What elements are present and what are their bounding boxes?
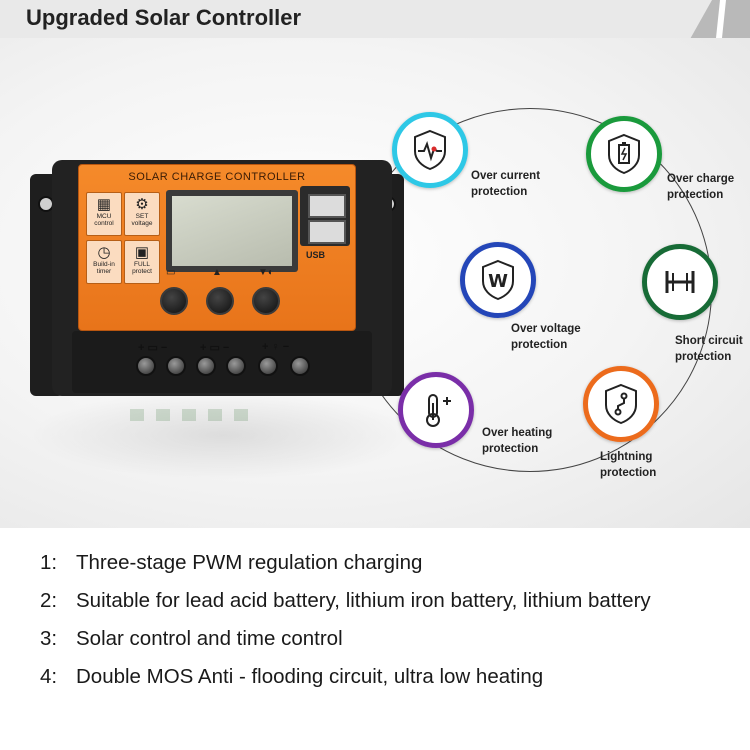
device-reflection: [130, 408, 280, 422]
badge-short-circuit: [642, 244, 718, 320]
feature-title: Over charge: [667, 173, 735, 185]
function-label: control: [94, 220, 114, 227]
list-number: 3:: [40, 627, 58, 650]
feature-subtitle: protection: [471, 186, 528, 198]
list-number: 4:: [40, 665, 58, 688]
label-over-heating: Over heating protection: [482, 425, 552, 457]
list-item: 2: Suitable for lead acid battery, lithiu…: [40, 589, 651, 627]
load-symbol-icon: ▼◐: [258, 267, 274, 278]
usb-ports: [300, 186, 350, 246]
up-button[interactable]: [206, 287, 234, 315]
load-terminal-label: + ♀ −: [262, 341, 290, 353]
feature-title: Over heating: [482, 427, 553, 439]
badge-ring: [586, 116, 662, 192]
label-over-current: Over current protection: [471, 168, 540, 200]
badge-over-charge: [586, 116, 662, 192]
terminal-screw-icon: [136, 356, 156, 376]
svg-text:W: W: [488, 271, 508, 292]
list-item: 4: Double MOS Anti - flooding circuit, ul…: [40, 665, 651, 703]
terminal-screw-icon: [258, 356, 278, 376]
panel-title: SOLAR CHARGE CONTROLLER: [128, 171, 306, 183]
terminal-screw-icon: [290, 356, 310, 376]
usb-port[interactable]: [308, 220, 346, 244]
list-text: Double MOS Anti - flooding circuit, ultr…: [76, 665, 544, 688]
feature-list: 1: Three-stage PWM regulation charging 2:…: [40, 551, 651, 703]
title-tab: Upgraded Solar Controller: [0, 0, 712, 38]
badge-over-heating: [398, 372, 474, 448]
lcd-display: [166, 190, 298, 272]
function-label: MCU: [96, 213, 112, 220]
usb-label: USB: [306, 250, 326, 260]
feature-title: Short circuit: [675, 335, 743, 347]
badge-over-current: [392, 112, 468, 188]
function-box-mcu: ▦ MCU control: [86, 192, 122, 236]
function-label: timer: [96, 268, 112, 275]
badge-ring: [398, 372, 474, 448]
feature-subtitle: protection: [482, 443, 539, 455]
shield-pulse-icon: [414, 129, 446, 171]
badge-lightning: [583, 366, 659, 442]
badge-over-voltage: W: [460, 242, 536, 318]
shield-battery-icon: [608, 133, 640, 175]
w-shield-icon: W: [482, 259, 514, 301]
list-item: 1: Three-stage PWM regulation charging: [40, 551, 651, 589]
function-label: voltage: [131, 220, 153, 227]
usb-port[interactable]: [308, 194, 346, 218]
menu-button[interactable]: [160, 287, 188, 315]
terminal-screw-icon: [226, 356, 246, 376]
lcd-screen: [172, 196, 292, 266]
function-box-protect: ▣ FULL protect: [124, 240, 160, 284]
panel-symbol-icon: ▭: [166, 267, 176, 278]
solar-terminal-label: + ▭ −: [138, 342, 168, 354]
terminal-screw-icon: [166, 356, 186, 376]
down-button[interactable]: [252, 287, 280, 315]
feature-subtitle: protection: [600, 467, 657, 479]
label-lightning: Lightning protection: [600, 449, 656, 481]
function-box-set: ⚙ SET voltage: [124, 192, 160, 236]
feature-subtitle: protection: [511, 339, 568, 351]
feature-title: Over voltage: [511, 323, 581, 335]
list-text: Suitable for lead acid battery, lithium …: [76, 589, 651, 612]
badge-ring: [460, 242, 536, 318]
function-label: Build-in: [93, 261, 115, 268]
terminal-screw-icon: [196, 356, 216, 376]
list-text: Solar control and time control: [76, 627, 343, 650]
battery-terminal-label: + ▭ −: [200, 342, 230, 354]
feature-subtitle: protection: [675, 351, 732, 363]
function-label: FULL: [134, 261, 150, 268]
device-shadow: [28, 390, 418, 480]
feature-title: Over current: [471, 170, 541, 182]
function-label: SET: [135, 213, 149, 220]
function-box-timer: ◷ Build-in timer: [86, 240, 122, 284]
feature-subtitle: protection: [667, 189, 724, 201]
header-banner: Upgraded Solar Controller: [0, 0, 750, 38]
terminal-block: [72, 331, 372, 393]
list-text: Three-stage PWM regulation charging: [76, 551, 423, 574]
thermometer-icon: [426, 394, 451, 427]
gear-icon: ⚙: [135, 196, 149, 213]
battery-symbol-icon: ▲: [212, 267, 222, 278]
short-circuit-icon: [665, 271, 695, 293]
clock-icon: ◷: [97, 244, 111, 261]
function-label: protect: [132, 268, 152, 275]
label-over-charge: Over charge protection: [667, 171, 734, 203]
badge-ring: [392, 112, 468, 188]
banner-stripe: [716, 0, 726, 38]
shield-lightning-icon: [605, 383, 637, 425]
page-title: Upgraded Solar Controller: [26, 5, 302, 30]
label-short-circuit: Short circuit protection: [675, 333, 743, 365]
list-number: 2:: [40, 589, 58, 612]
lock-icon: ▣: [134, 244, 150, 261]
feature-title: Lightning: [600, 451, 653, 463]
list-number: 1:: [40, 551, 58, 574]
chip-icon: ▦: [96, 196, 112, 213]
list-item: 3: Solar control and time control: [40, 627, 651, 665]
label-over-voltage: Over voltage protection: [511, 321, 581, 353]
